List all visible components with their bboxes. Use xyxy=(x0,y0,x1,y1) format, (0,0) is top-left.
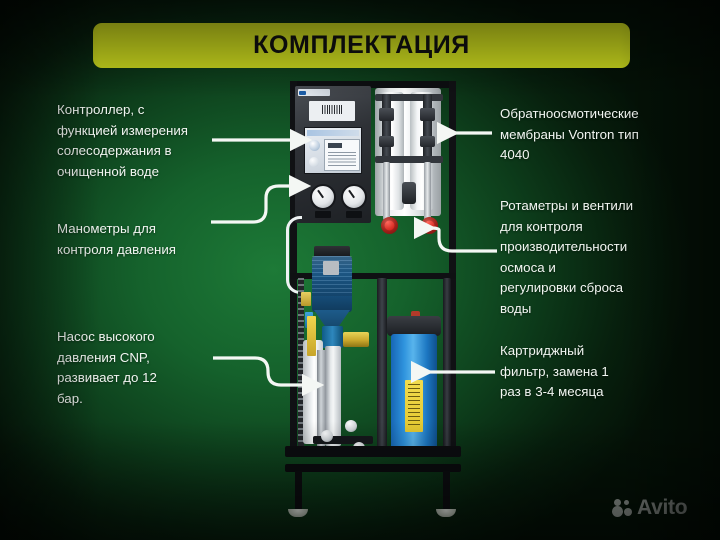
bottom-valve-2 xyxy=(345,420,357,432)
callout-controller: Контроллер, с функцией измерения солесод… xyxy=(57,102,188,179)
rotameter-tube-1 xyxy=(383,162,390,220)
pipe-vertical-lower-1 xyxy=(377,278,387,454)
yellow-marker-tag xyxy=(307,316,316,356)
frame-base-rail xyxy=(285,446,461,457)
motor-nameplate xyxy=(323,261,339,275)
pressure-gauge-right xyxy=(341,184,367,210)
bottom-valve-1 xyxy=(321,430,333,442)
display-knob-2 xyxy=(309,157,319,167)
display-readout-card xyxy=(324,139,360,171)
frame-foot-left xyxy=(288,509,308,517)
pipe-fitting-1 xyxy=(379,108,394,121)
pump-plug xyxy=(301,292,311,306)
red-valve-handle-2 xyxy=(421,217,438,234)
callout-rotameters: Ротаметры и вентили для контроля произво… xyxy=(500,198,634,316)
slide-title-banner: КОМПЛЕКТАЦИЯ xyxy=(93,23,630,68)
leader-gauges xyxy=(211,174,312,224)
panel-brand-logo xyxy=(298,89,330,96)
pressure-gauge-left xyxy=(310,184,336,210)
ro-system-illustration xyxy=(283,78,463,517)
pump-brass-outlet xyxy=(343,332,369,347)
controller-display xyxy=(304,127,362,174)
controller-panel xyxy=(295,86,371,223)
pipe-vertical-2 xyxy=(423,94,432,160)
pipe-vertical-1 xyxy=(382,94,391,160)
frame-base-rail-lower xyxy=(285,464,461,472)
red-valve-handle-1 xyxy=(381,217,398,234)
callout-high-pressure-pump: Насос высокого давления CNP, развивает д… xyxy=(57,329,157,406)
frame-foot-right xyxy=(436,509,456,517)
avito-wordmark: Avito xyxy=(637,496,688,519)
gauge-base-right xyxy=(346,211,362,218)
frame-leg-left xyxy=(295,471,302,513)
pump-body xyxy=(322,326,343,348)
pipe-vertical-lower-2 xyxy=(443,278,451,454)
callout-pressure-gauges: Манометры для контроля давления xyxy=(57,221,176,257)
display-knob-1 xyxy=(309,140,320,151)
rotameter-tube-2 xyxy=(424,162,431,220)
page-title: КОМПЛЕКТАЦИЯ xyxy=(253,31,470,59)
frame-leg-right xyxy=(443,471,450,513)
gauge-base-left xyxy=(315,211,331,218)
panel-sticker xyxy=(309,101,355,121)
avito-watermark: Avito xyxy=(612,496,688,520)
display-header-bar xyxy=(307,130,359,136)
cartridge-filter-label xyxy=(405,380,423,432)
pipe-fitting-4 xyxy=(420,136,435,147)
pipe-fitting-5 xyxy=(402,182,416,204)
callout-ro-membranes: Обратноосмотические мембраны Vontron тип… xyxy=(500,106,639,162)
cartridge-filter-head xyxy=(387,316,441,336)
pipe-fitting-3 xyxy=(379,136,394,147)
avito-dots-icon xyxy=(612,499,632,517)
callout-cartridge-filter: Картриджный фильтр, замена 1 раз в 3-4 м… xyxy=(500,343,609,399)
pipe-fitting-2 xyxy=(420,108,435,121)
